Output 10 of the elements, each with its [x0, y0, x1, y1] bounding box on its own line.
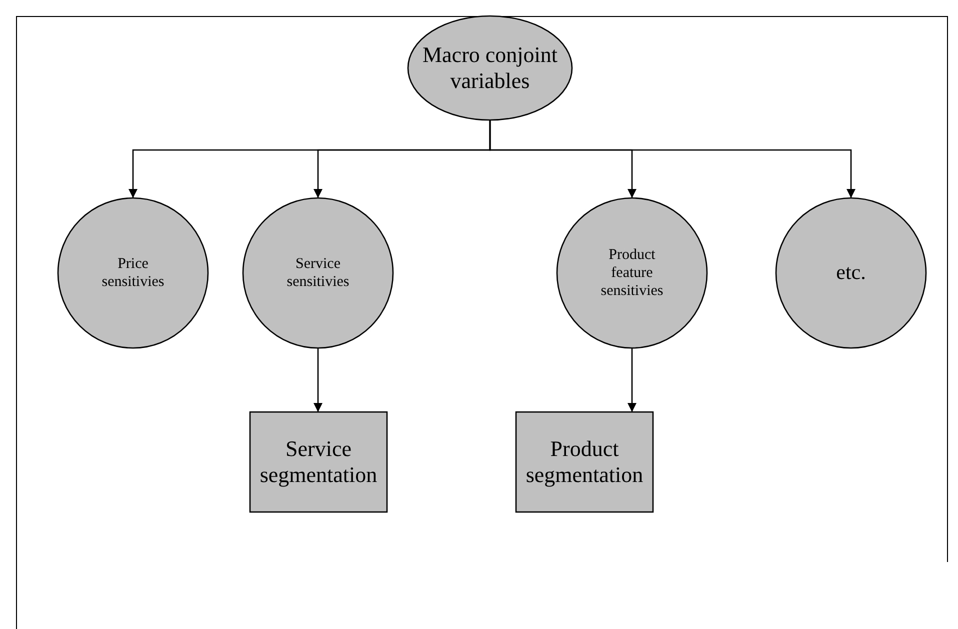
node-label: Service sensitivies: [286, 255, 350, 291]
node-label: etc.: [836, 260, 866, 286]
node-label: Product segmentation: [524, 436, 644, 488]
arrow: [314, 348, 322, 412]
node-label: Product feature sensitivies: [600, 246, 664, 300]
node-label: Macro conjoint variables: [421, 42, 559, 94]
node-label: Service segmentation: [258, 436, 378, 488]
arrow: [628, 348, 636, 412]
arrow: [489, 120, 856, 198]
node-label: Price sensitivies: [100, 255, 166, 291]
